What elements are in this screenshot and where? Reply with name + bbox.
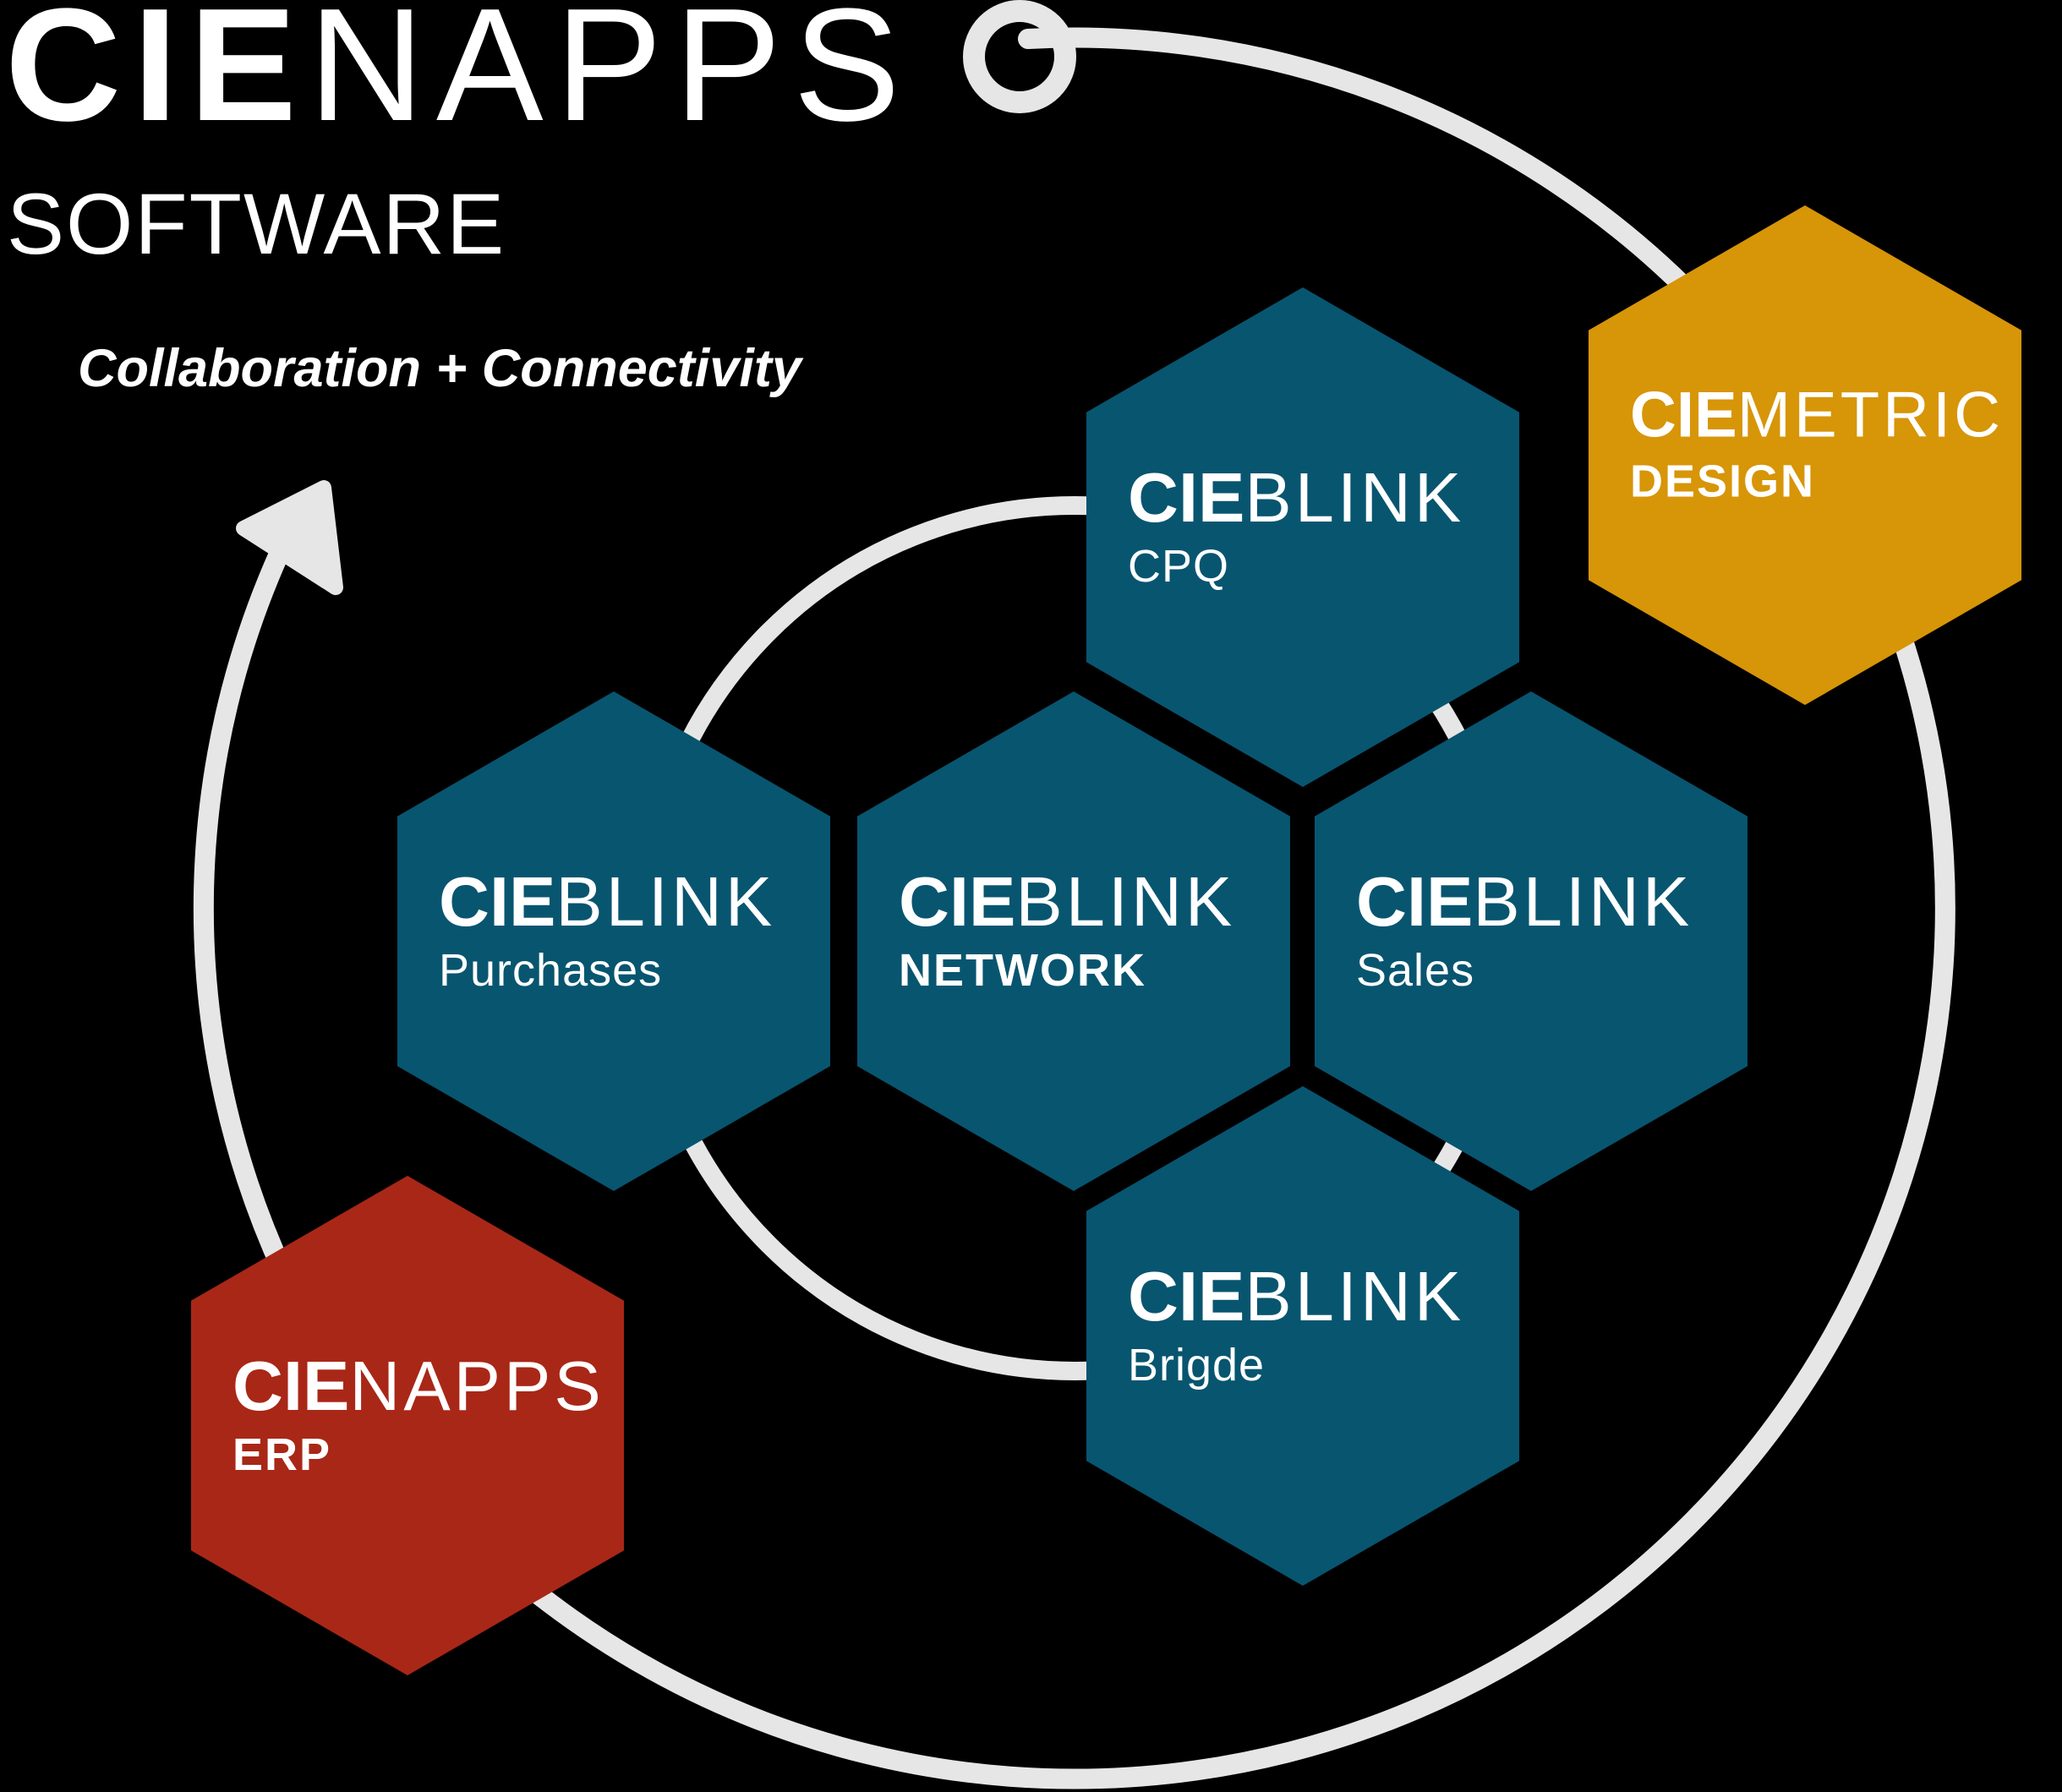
loop-start-ring-icon: [963, 0, 1076, 113]
loop-arrowhead-icon: [236, 480, 343, 595]
brand-name: BLINK: [1473, 861, 1693, 941]
hexagon-label: CIEBLINK Purchases: [439, 866, 822, 993]
brand-prefix: CIE: [1356, 861, 1474, 941]
brand-prefix: CIE: [899, 861, 1016, 941]
product-subtitle: Sales: [1356, 944, 1475, 996]
hexagon-label: CIEBLINK NETWORK: [899, 866, 1282, 993]
product-subtitle: DESIGN: [1630, 456, 1816, 506]
product-subtitle: Purchases: [439, 944, 663, 996]
product-subtitle: ERP: [232, 1429, 332, 1480]
hexagon-label: CIENAPPS ERP: [232, 1351, 615, 1478]
product-title: CIENAPPS: [232, 1351, 615, 1421]
brand-name: BLINK: [1244, 1256, 1465, 1336]
product-title: CIEBLINK: [439, 866, 822, 937]
logo-brand-light: NAPPS: [308, 0, 912, 155]
product-subtitle: NETWORK: [899, 944, 1146, 996]
tagline: Collaboration + Connectivity: [78, 339, 801, 398]
brand-name: METRIC: [1737, 379, 2005, 451]
hexagon-cieblink-sales: CIEBLINK Sales: [1315, 691, 1748, 1191]
brand-prefix: CIE: [1630, 379, 1737, 451]
hexagon-label: CIEBLINK Brigde: [1128, 1261, 1511, 1388]
brand-name: NAPPS: [349, 1346, 604, 1425]
hexagon-cieblink-cpq: CIEBLINK CPQ: [1086, 287, 1519, 787]
hexagon-label: CIEBLINK CPQ: [1128, 462, 1511, 589]
product-title: CIEBLINK: [1356, 866, 1739, 937]
brand-prefix: CIE: [1128, 457, 1245, 537]
brand-name: BLINK: [1244, 457, 1465, 537]
brand-name: BLINK: [555, 861, 776, 941]
product-subtitle: Brigde: [1128, 1339, 1266, 1390]
brand-prefix: CIE: [1128, 1256, 1245, 1336]
product-title: CIEMETRIC: [1630, 383, 2013, 447]
product-title: CIEBLINK: [1128, 1261, 1511, 1331]
hexagon-label: CIEBLINK Sales: [1356, 866, 1739, 993]
brand-name: BLINK: [1015, 861, 1236, 941]
hexagon-label: CIEMETRIC DESIGN: [1630, 383, 2013, 506]
logo-cienapps: CIENAPPS: [5, 0, 912, 145]
brand-prefix: CIE: [232, 1346, 350, 1425]
brand-prefix: CIE: [439, 861, 556, 941]
logo-brand-bold: CIE: [5, 0, 309, 155]
hexagon-cieblink-network: CIEBLINK NETWORK: [857, 691, 1290, 1191]
logo-software-label: SOFTWARE: [7, 176, 506, 272]
hexagon-cieblink-brigde: CIEBLINK Brigde: [1086, 1086, 1519, 1586]
product-subtitle: CPQ: [1128, 540, 1230, 592]
product-title: CIEBLINK: [1128, 462, 1511, 533]
product-title: CIEBLINK: [899, 866, 1282, 937]
